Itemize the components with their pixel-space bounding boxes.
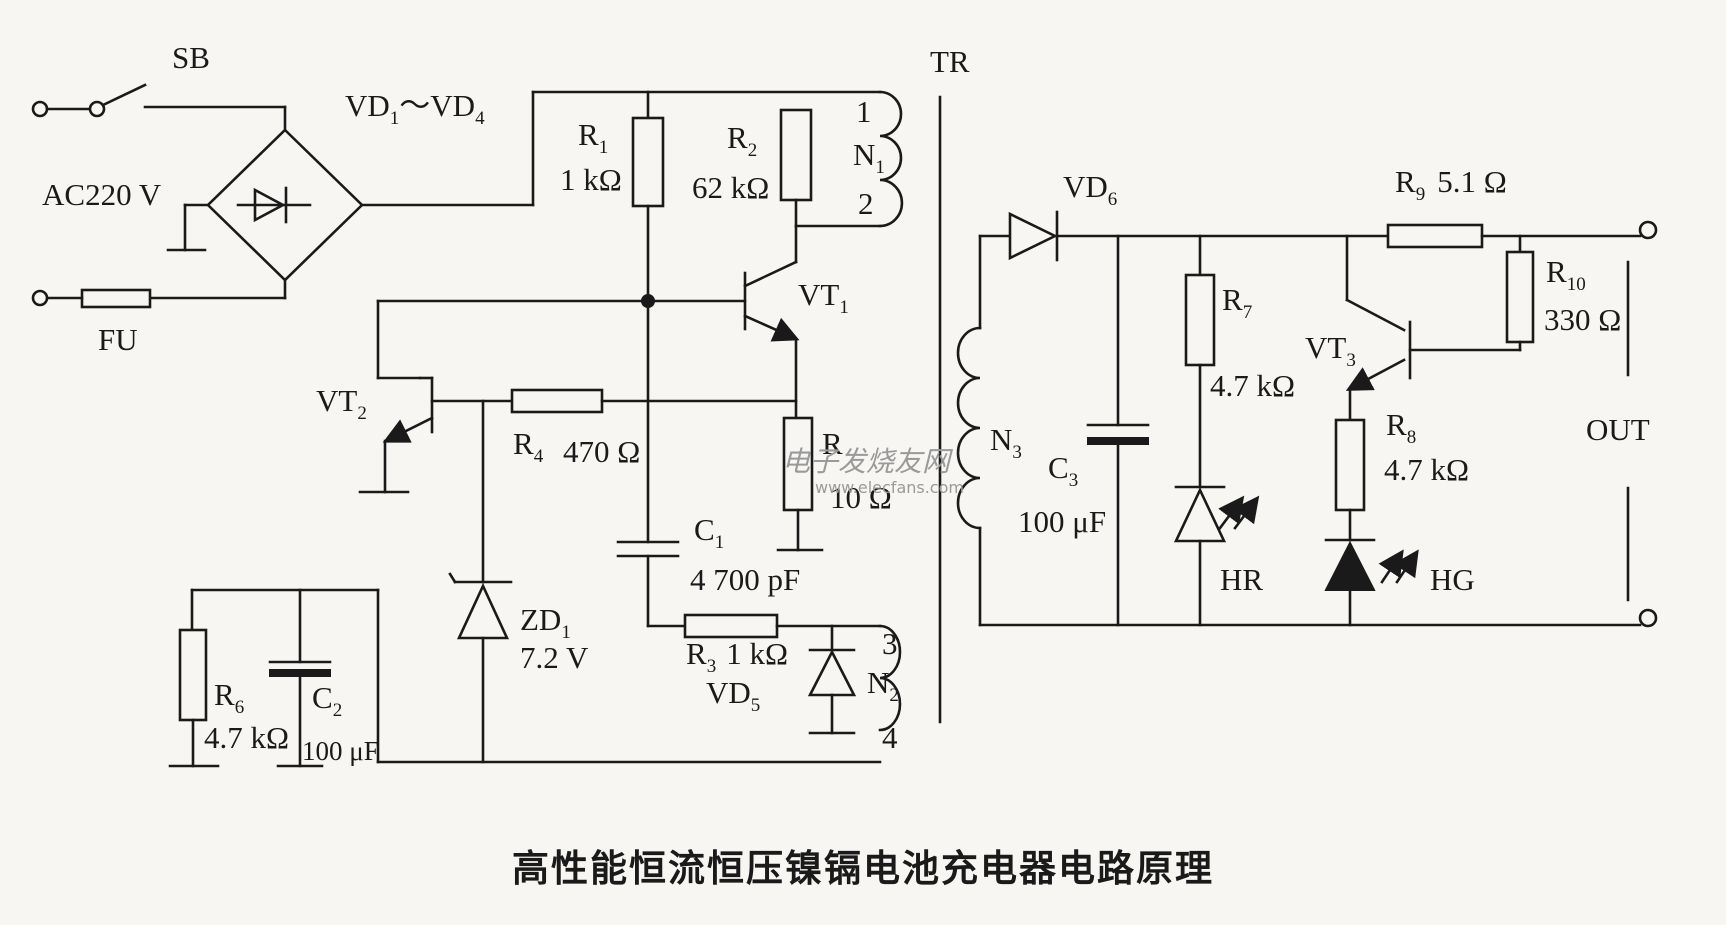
label-r10: R10 xyxy=(1546,254,1586,295)
sb-terminal-left xyxy=(31,100,49,118)
label-n2-pin4: 4 xyxy=(882,720,898,755)
label-zd1: ZD1 xyxy=(520,602,571,643)
led-hg xyxy=(1324,540,1376,591)
light-arrow-icon xyxy=(1393,549,1419,584)
label-ac220: AC220 V xyxy=(42,177,162,212)
secondary-section xyxy=(956,210,1658,628)
diode-vd6 xyxy=(1008,211,1058,261)
label-n1: N1 xyxy=(853,137,885,178)
input-section xyxy=(31,83,882,309)
label-r2-value: 62 kΩ xyxy=(692,170,769,205)
light-arrow-icon xyxy=(1218,495,1245,530)
diode-vd5 xyxy=(807,649,857,697)
label-n3: N3 xyxy=(990,422,1022,463)
out-terminal-top xyxy=(1638,220,1658,240)
component-labels: SB VD1～VD4 AC220 V FU TR R1 1 kΩ R2 62 k… xyxy=(42,40,1650,766)
resistor-r4 xyxy=(510,388,604,414)
label-vt1: VT1 xyxy=(798,277,849,318)
winding-n3 xyxy=(956,326,982,530)
label-r8-value: 4.7 kΩ xyxy=(1384,452,1469,487)
label-r6-value: 4.7 kΩ xyxy=(204,720,289,755)
resistor-r7 xyxy=(1184,273,1216,367)
label-vt3: VT3 xyxy=(1305,330,1356,371)
ac-terminal xyxy=(31,289,49,307)
label-vd5: VD5 xyxy=(706,675,760,716)
label-r1: R1 xyxy=(578,117,608,158)
watermark-url: www.elecfans.com xyxy=(815,478,964,497)
resistor-r8 xyxy=(1334,418,1366,512)
label-r7-value: 4.7 kΩ xyxy=(1210,368,1295,403)
label-zd1-value: 7.2 V xyxy=(520,640,589,675)
label-vd1-vd4: VD1～VD4 xyxy=(345,88,485,129)
label-r8: R8 xyxy=(1386,407,1416,448)
label-r7: R7 xyxy=(1222,282,1252,323)
winding-n1 xyxy=(878,90,904,228)
label-r1-value: 1 kΩ xyxy=(560,162,622,197)
label-c1: C1 xyxy=(694,512,724,553)
zener-zd1 xyxy=(456,582,510,640)
label-r2: R2 xyxy=(727,120,757,161)
resistor-r10 xyxy=(1505,250,1535,344)
led-hr xyxy=(1173,486,1227,543)
label-n2: N2 xyxy=(867,665,899,706)
label-vt2: VT2 xyxy=(316,383,367,424)
label-r5-value: 10 Ω xyxy=(830,480,892,515)
resistor-r5 xyxy=(782,416,814,512)
resistor-r1 xyxy=(631,116,665,208)
label-fu: FU xyxy=(98,322,138,357)
winding-n2 xyxy=(878,624,902,732)
label-tr: TR xyxy=(930,44,970,79)
label-c2: C2 xyxy=(312,680,342,721)
label-r6: R6 xyxy=(214,677,244,718)
primary-section xyxy=(168,90,942,768)
label-out: OUT xyxy=(1586,412,1650,447)
label-c3-value: 100 μF xyxy=(1018,504,1106,539)
fuse-fu xyxy=(80,288,152,309)
figure-caption: 高性能恒流恒压镍镉电池充电器电路原理 xyxy=(512,847,1214,890)
label-c1-value: 4 700 pF xyxy=(690,562,800,597)
label-n2-pin3: 3 xyxy=(882,626,898,661)
watermark-text: 电子发烧友网 xyxy=(782,445,951,478)
light-arrow-icon xyxy=(1378,549,1404,584)
out-terminal-bottom xyxy=(1638,608,1658,628)
sb-terminal-right xyxy=(88,100,106,118)
label-c2-value: 100 μF xyxy=(302,736,379,766)
label-hg: HG xyxy=(1430,562,1475,597)
label-vd6: VD6 xyxy=(1063,169,1117,210)
resistor-r6 xyxy=(178,628,208,722)
label-r10-value: 330 Ω xyxy=(1544,302,1621,337)
label-n1-pin2: 2 xyxy=(858,186,874,221)
resistor-r3 xyxy=(683,613,779,639)
sb-switch-blade xyxy=(101,83,147,107)
label-hr: HR xyxy=(1220,562,1263,597)
label-sb: SB xyxy=(172,40,210,75)
label-r5: R xyxy=(822,426,843,461)
resistor-r2 xyxy=(779,108,813,202)
label-r4-value: 470 Ω xyxy=(563,434,640,469)
resistor-r9 xyxy=(1386,223,1484,249)
light-arrow-icon xyxy=(1233,495,1260,530)
label-r4: R4 xyxy=(513,426,544,467)
label-c3: C3 xyxy=(1048,450,1078,491)
label-n1-pin1: 1 xyxy=(856,94,872,129)
